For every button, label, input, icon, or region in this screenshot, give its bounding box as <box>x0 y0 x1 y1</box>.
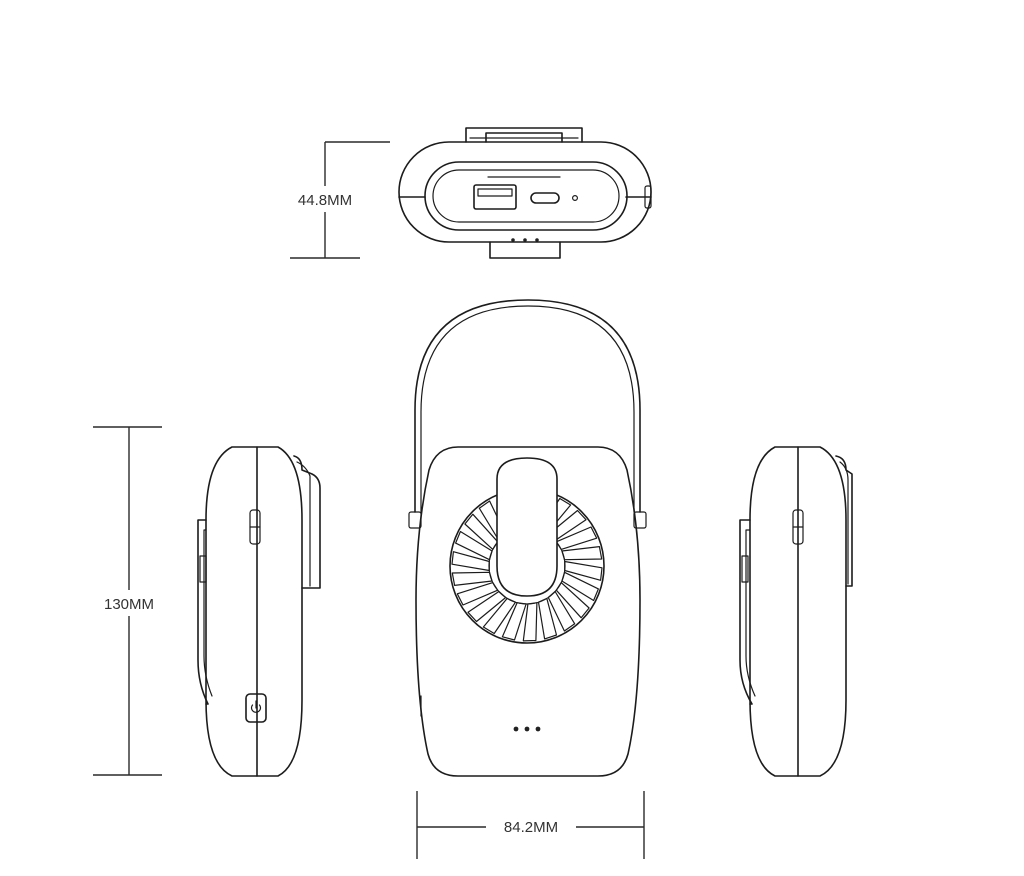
fan-blade <box>455 530 493 561</box>
fan-blade <box>501 602 527 641</box>
power-button[interactable] <box>245 693 267 723</box>
depth-dimension: 44.8MM <box>290 141 390 259</box>
fan-blade <box>537 597 558 640</box>
fan-blade <box>522 602 538 642</box>
height-dimension: 130MM <box>93 426 162 776</box>
fan-blade <box>464 513 499 550</box>
right-side-view <box>739 446 853 777</box>
indicator-dots <box>513 726 541 732</box>
height-label: 130MM <box>104 596 154 613</box>
fan-blade <box>482 597 517 635</box>
front-view <box>408 299 647 777</box>
fan-blade <box>451 571 493 586</box>
fan-blade <box>555 582 590 619</box>
top-view <box>398 127 652 259</box>
fan-blade <box>547 590 576 632</box>
fan-blade <box>561 571 599 602</box>
power-icon <box>250 700 262 713</box>
width-dimension: 84.2MM <box>416 791 645 859</box>
fan-blade <box>456 582 499 606</box>
depth-label: 44.8MM <box>298 192 352 209</box>
width-label: 84.2MM <box>504 819 558 836</box>
fan-blade <box>467 590 507 623</box>
left-side-view <box>197 446 321 777</box>
fan-blade <box>564 560 603 581</box>
fan-blade <box>451 551 490 572</box>
usb-c-port-icon <box>530 192 560 204</box>
fan-blade <box>555 526 598 550</box>
fan-blade <box>561 546 603 561</box>
indicator-led-icon <box>571 195 578 202</box>
usb-a-port-icon <box>473 184 517 210</box>
